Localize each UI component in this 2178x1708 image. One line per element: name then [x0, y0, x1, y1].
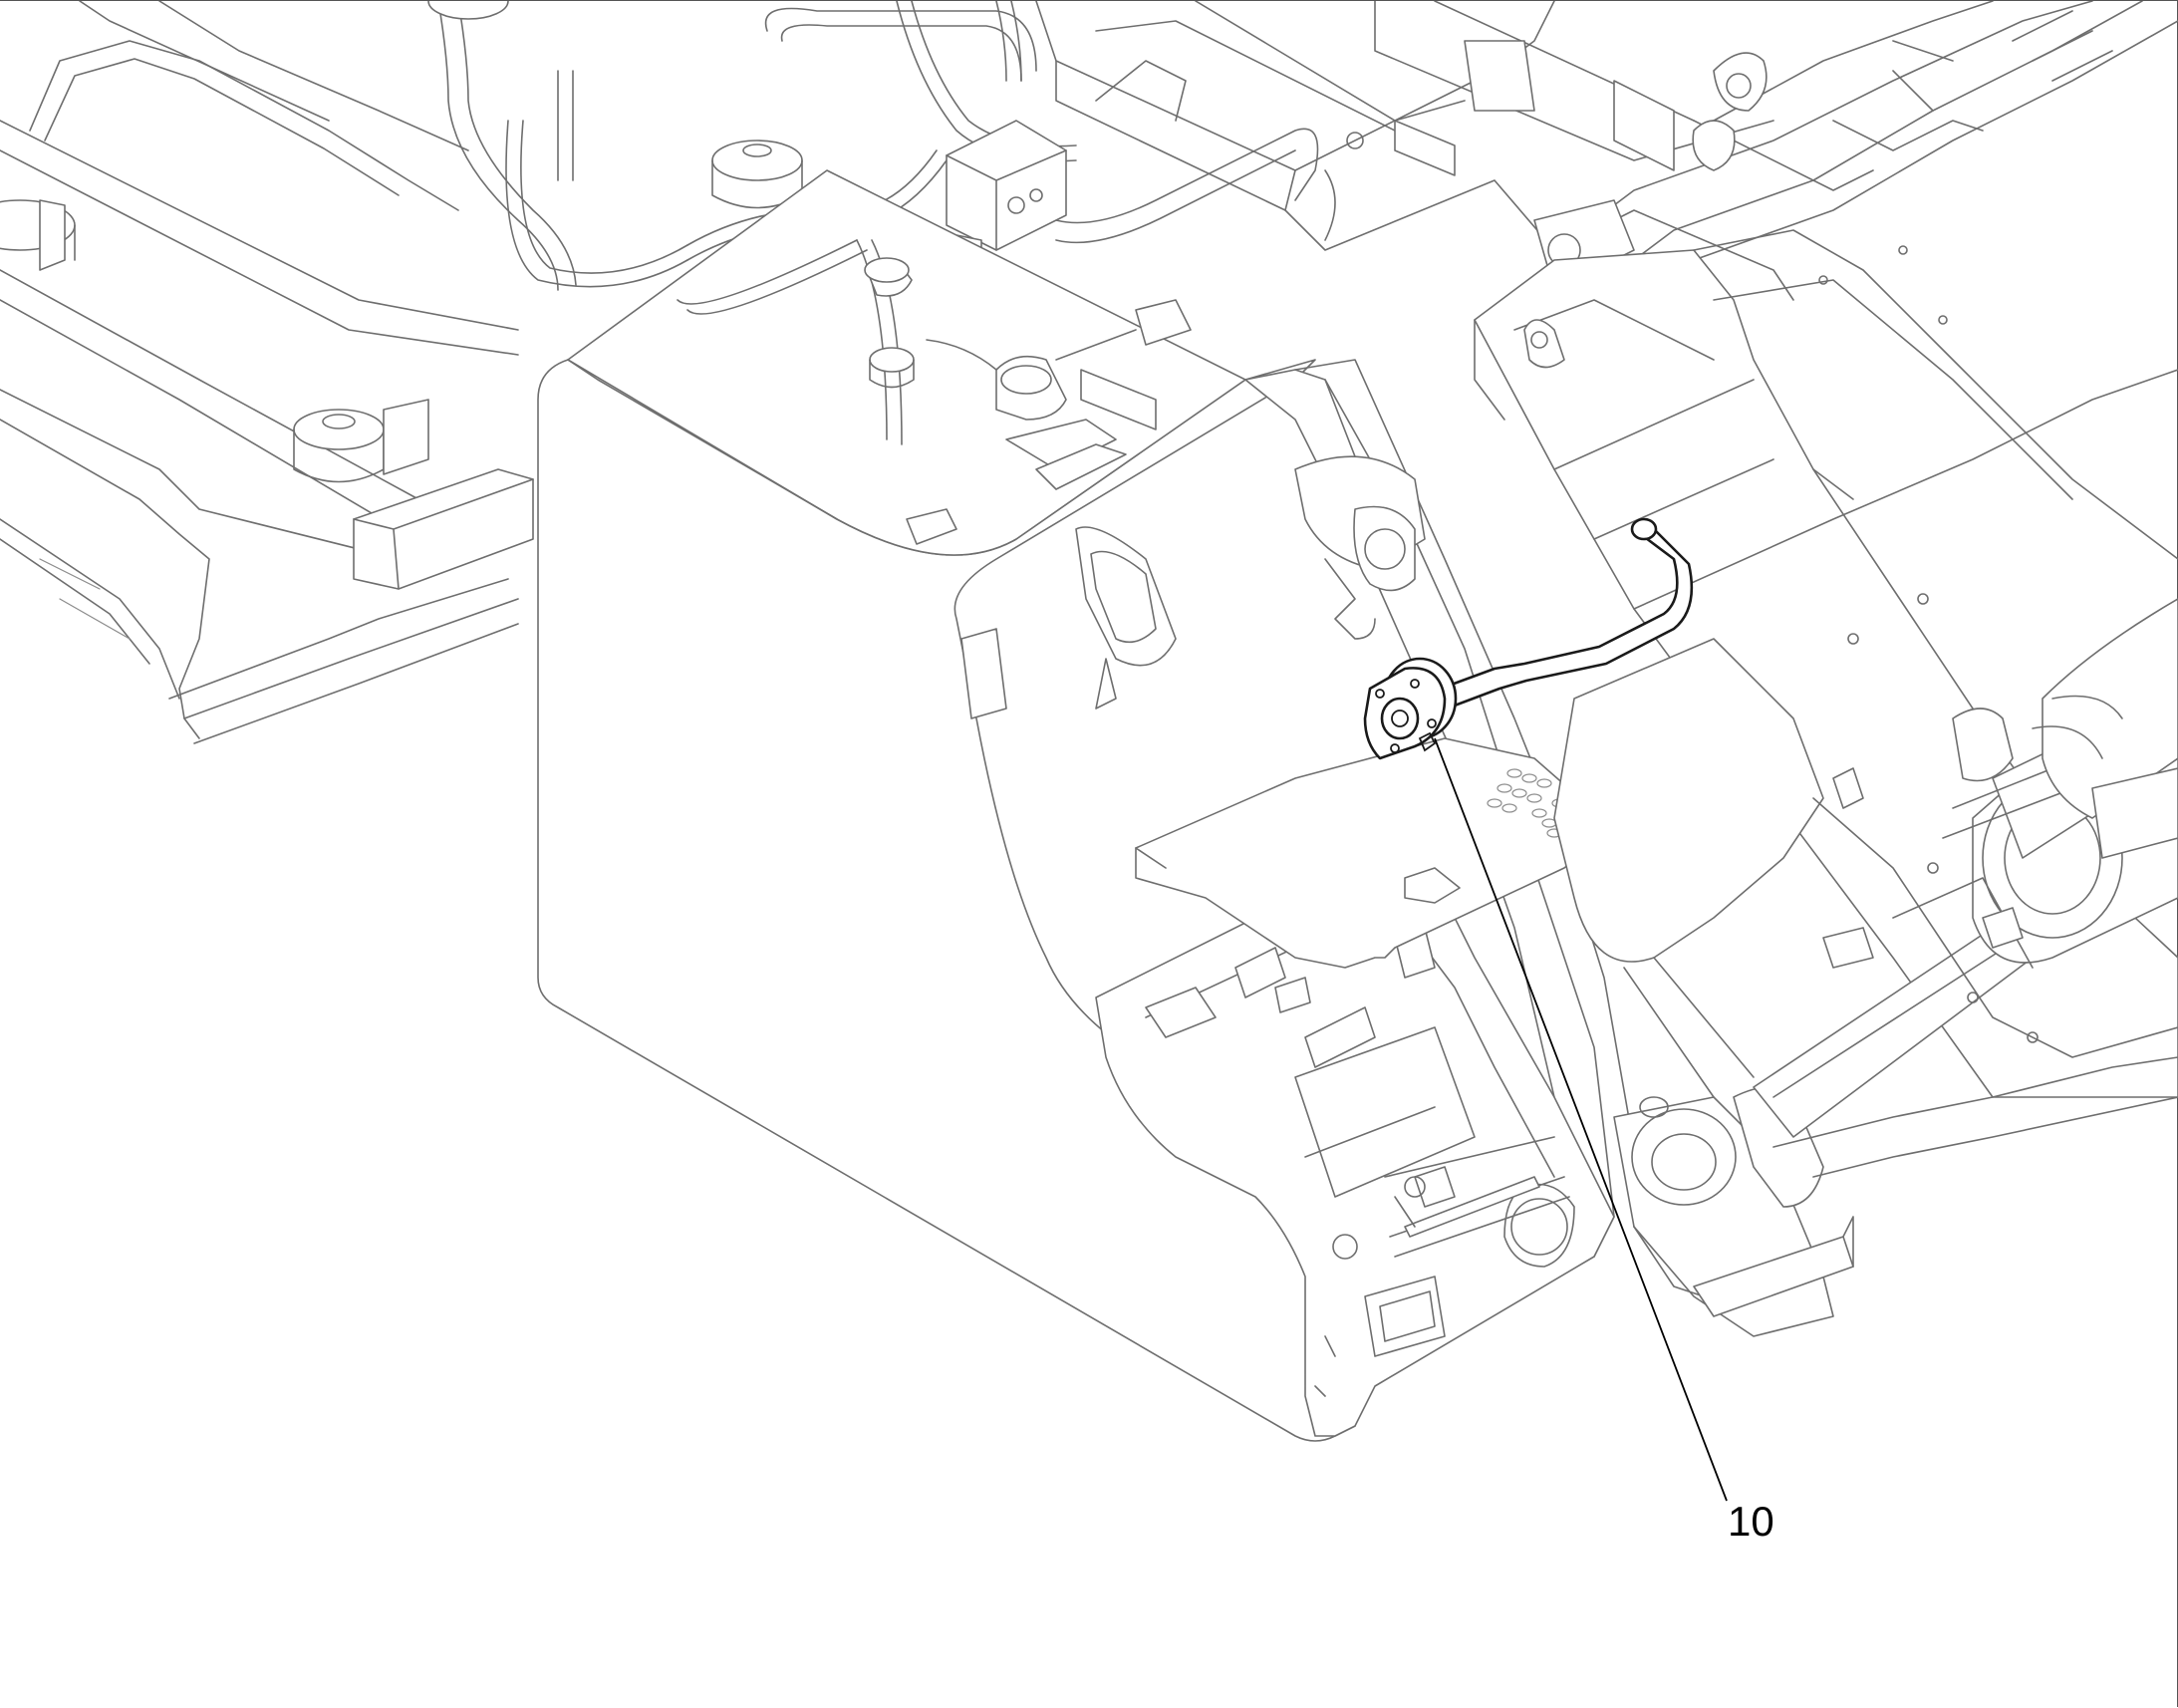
callout-label-10: 10 — [1728, 1498, 1774, 1545]
part-10-tube-assembly[interactable] — [1363, 517, 1694, 760]
tank-body — [537, 169, 1356, 1442]
rubber-mount-left-upper — [0, 199, 76, 271]
right-frame-lower — [1772, 593, 2178, 1178]
left-frame-rails — [0, 1, 519, 744]
callout-leader-line — [1434, 737, 1728, 1502]
rubber-mount-left-lower — [293, 399, 534, 590]
upper-hoses — [437, 1, 1336, 291]
lower-console — [1095, 867, 1615, 1437]
cover-plate — [1135, 737, 1615, 969]
rubber-mount-top — [427, 1, 803, 209]
lift-cylinder-right — [1753, 598, 2178, 1138]
